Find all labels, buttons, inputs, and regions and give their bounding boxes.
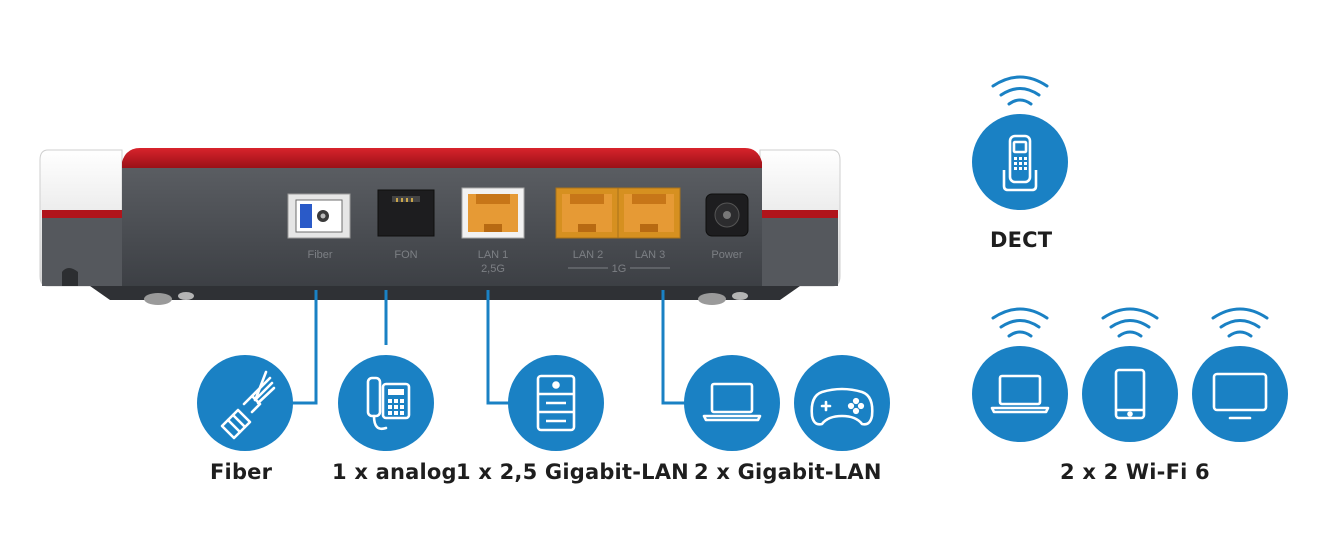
lan-gamepad-circle <box>794 355 890 451</box>
label-lan25: 1 x 2,5 Gigabit-LAN <box>456 460 689 484</box>
cordless-phone-icon <box>1002 134 1038 192</box>
lan25-connector-line <box>486 290 510 405</box>
fiber-circle <box>197 355 293 451</box>
port-label-lan1: LAN 1 <box>478 249 509 261</box>
monitor-icon <box>1212 372 1268 420</box>
label-fiber: Fiber <box>210 460 273 484</box>
wifi-laptop-group <box>972 307 1068 442</box>
server-icon <box>536 374 576 432</box>
gamepad-icon <box>810 387 874 426</box>
dect-wave-icon <box>991 75 1049 106</box>
dect-group <box>972 75 1068 210</box>
router: Fiber FON LAN 1 2,5G LAN 2 LAN 3 Power 1… <box>39 148 841 305</box>
power-port <box>705 193 749 237</box>
lan3-port <box>617 187 681 239</box>
lan25-circle <box>508 355 604 451</box>
wifi-phone-group <box>1082 307 1178 442</box>
port-label-lan3: LAN 3 <box>635 249 666 261</box>
port-label-lan2: LAN 2 <box>573 249 604 261</box>
lan-group-label: 1G <box>612 263 627 275</box>
smartphone-icon <box>1114 368 1146 420</box>
wifi-wave-icon <box>1211 307 1269 338</box>
wifi-wave-icon <box>1101 307 1159 338</box>
label-dect: DECT <box>990 228 1053 252</box>
port-label-fon: FON <box>394 249 417 261</box>
port-sublabel-lan1: 2,5G <box>481 263 505 275</box>
lan-laptop-circle <box>684 355 780 451</box>
fiber-connector-line <box>290 290 318 405</box>
label-analog: 1 x analog <box>332 460 457 484</box>
port-label-fiber: Fiber <box>307 249 332 261</box>
label-wifi: 2 x 2 Wi-Fi 6 <box>1060 460 1210 484</box>
wifi-monitor-group <box>1192 307 1288 442</box>
fiber-port <box>287 193 351 239</box>
lan1g-connector-line <box>661 290 686 405</box>
desk-phone-icon <box>366 376 411 431</box>
fon-port <box>377 189 435 237</box>
connector-lines <box>290 290 686 405</box>
analog-circle <box>338 355 434 451</box>
lan2-port <box>555 187 619 239</box>
lan1-port <box>461 187 525 239</box>
port-label-power: Power <box>711 249 743 261</box>
fiber-cable-icon <box>220 370 276 440</box>
laptop-icon <box>990 374 1050 414</box>
laptop-icon <box>702 382 762 422</box>
wifi-wave-icon <box>991 307 1049 338</box>
label-lan1g: 2 x Gigabit-LAN <box>694 460 882 484</box>
